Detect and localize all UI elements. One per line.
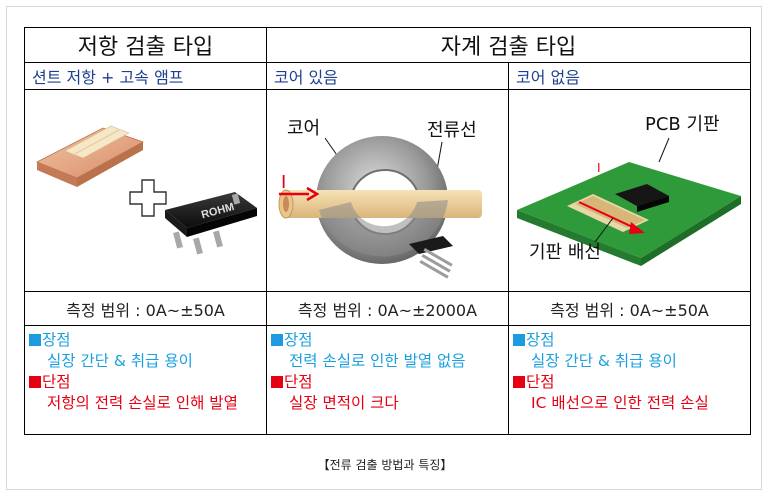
- demerit-square-icon: [271, 376, 283, 388]
- merit-heading: 장점: [271, 330, 508, 351]
- page-frame: [6, 6, 762, 490]
- plus-icon: [129, 179, 167, 217]
- pcb-leader-line: [658, 137, 670, 163]
- merit-square-icon: [513, 334, 525, 346]
- demerit-square-icon: [513, 376, 525, 388]
- features-with-core: 장점 전력 손실로 인한 발열 없음 단점 실장 면적이 크다: [266, 325, 509, 435]
- subtitle-coreless: 코어 없음: [508, 62, 751, 90]
- pcb-current-label: I: [597, 161, 601, 175]
- merit-square-icon: [29, 334, 41, 346]
- amp-ic-image: ROHM: [165, 192, 257, 255]
- range-with-core: 측정 범위 : 0A~±2000A: [266, 291, 509, 326]
- subtitle-shunt: 션트 저항 + 고속 앰프: [24, 62, 267, 90]
- demerit-square-icon: [29, 376, 41, 388]
- demerit-heading: 단점: [271, 372, 508, 393]
- wire-leader-line: [436, 141, 443, 171]
- shunt-resistor-amp-illustration: ROHM: [36, 125, 257, 255]
- demerit-text: IC 배선으로 인한 전력 손실: [531, 394, 709, 412]
- hall-sensor-ic: [409, 236, 453, 279]
- core-front-shade: [319, 200, 448, 257]
- comparison-table: 저항 검출 타입 자계 검출 타입 션트 저항 + 고속 앰프 코어 있음 코어…: [24, 27, 751, 435]
- coreless-ic-image: [615, 184, 669, 212]
- range-shunt: 측정 범위 : 0A~±50A: [24, 291, 267, 326]
- trace-leader-line: [594, 217, 614, 243]
- trace-label: 기판 배선: [529, 242, 601, 263]
- range-coreless: 측정 범위 : 0A~±50A: [508, 291, 751, 326]
- core-illustration-cell: 코어 전류선: [266, 89, 509, 292]
- merit-text: 전력 손실로 인한 발열 없음: [289, 352, 466, 370]
- features-coreless: 장점 실장 간단 & 취급 용이 단점 IC 배선으로 인한 전력 손실: [508, 325, 751, 435]
- current-label: I: [281, 172, 286, 193]
- demerit-heading: 단점: [29, 372, 266, 393]
- shunt-resistor-image: [36, 125, 144, 187]
- header-resistor-type: 저항 검출 타입: [24, 27, 267, 63]
- figure-caption: 【전류 검출 방법과 특징】: [317, 458, 453, 472]
- wire-label: 전류선: [427, 120, 477, 141]
- core-label: 코어: [287, 118, 320, 139]
- merit-text: 실장 간단 & 취급 용이: [531, 352, 677, 370]
- shunt-illustration-cell: ROHM: [24, 89, 267, 292]
- core-sensor-illustration: 코어 전류선: [278, 118, 482, 279]
- merit-heading: 장점: [513, 330, 750, 351]
- header-magnetic-type: 자계 검출 타입: [266, 27, 751, 63]
- subtitle-with-core: 코어 있음: [266, 62, 509, 90]
- pcb-board-image: [517, 162, 741, 266]
- demerit-text: 실장 면적이 크다: [289, 394, 399, 412]
- features-shunt: 장점 실장 간단 & 취급 용이 단점 저항의 전력 손실로 인해 발열: [24, 325, 267, 435]
- pcb-current-arrow-icon: [629, 222, 645, 234]
- coreless-illustration-cell: PCB 기판 I 기판 배선: [508, 89, 751, 292]
- pcb-label: PCB 기판: [645, 114, 720, 135]
- current-wire-image: [278, 189, 482, 219]
- merit-text: 실장 간단 & 취급 용이: [47, 352, 193, 370]
- demerit-text: 저항의 전력 손실로 인해 발열: [47, 394, 238, 412]
- current-path-line: [578, 201, 640, 231]
- pcb-trace-image: [567, 194, 649, 232]
- coreless-sensor-illustration: PCB 기판 I 기판 배선: [517, 114, 741, 266]
- merit-heading: 장점: [29, 330, 266, 351]
- merit-square-icon: [271, 334, 283, 346]
- current-arrow-icon: [279, 186, 320, 202]
- demerit-heading: 단점: [513, 372, 750, 393]
